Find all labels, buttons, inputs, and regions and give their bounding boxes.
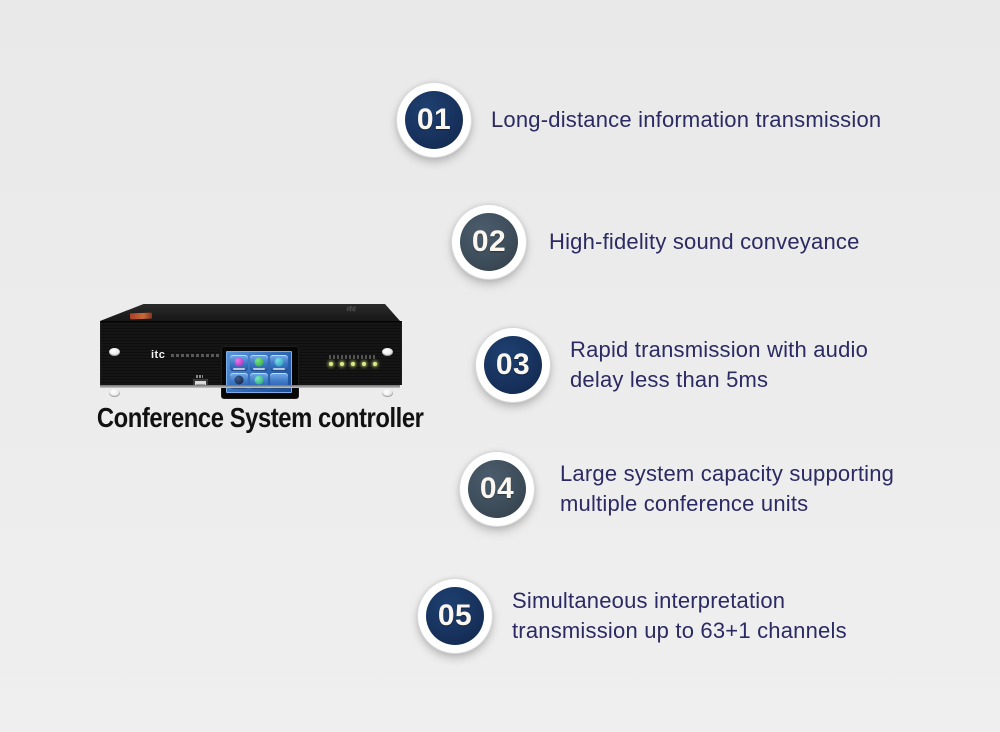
led-icon: [373, 362, 377, 366]
feature-item-01: 01 Long-distance information transmissio…: [397, 83, 881, 157]
led-icon: [329, 362, 333, 366]
device-top-brand-logo: itc: [347, 306, 357, 313]
product-title-text: Conference System controller: [96, 402, 424, 433]
feature-number: 03: [484, 336, 542, 394]
feature-description: Large system capacity supporting multipl…: [560, 461, 895, 516]
feature-item-05: 05 Simultaneous interpretation transmiss…: [418, 579, 847, 653]
led-caption-decoration: [329, 355, 377, 359]
screw-hole-icon: [382, 348, 393, 356]
feature-number: 04: [468, 460, 526, 518]
touchscreen-bezel: [222, 347, 298, 398]
feature-item-04: 04 Large system capacity supporting mult…: [460, 452, 894, 526]
feature-number: 01: [405, 91, 463, 149]
screw-hole-icon: [109, 348, 120, 356]
number-badge: 04: [460, 452, 534, 526]
feature-item-02: 02 High-fidelity sound conveyance: [452, 205, 860, 279]
device-bottom-edge: [100, 385, 400, 388]
screen-app-icon: [250, 355, 268, 371]
feature-description: Long-distance information transmission: [491, 107, 882, 132]
conference-controller-image: itc itc: [100, 300, 402, 398]
screen-app-icon: [270, 355, 288, 371]
feature-description: Simultaneous interpretation transmission…: [512, 588, 847, 643]
feature-number: 02: [460, 213, 518, 271]
device-warning-label: [129, 312, 153, 320]
number-badge: 01: [397, 83, 471, 157]
screw-hole-icon: [382, 389, 393, 397]
feature-item-03: 03 Rapid transmission with audio delay l…: [476, 328, 868, 402]
number-badge: 03: [476, 328, 550, 402]
led-icon: [340, 362, 344, 366]
brand-logo: itc: [151, 349, 166, 361]
usb-icon: [196, 375, 203, 378]
screen-app-icon: [230, 355, 248, 371]
device-front-panel: itc: [100, 321, 402, 398]
led-icon: [351, 362, 355, 366]
led-indicators: [329, 362, 381, 367]
page-title: Conference System controller: [96, 400, 424, 436]
feature-description: Rapid transmission with audio delay less…: [570, 337, 869, 392]
number-badge: 05: [418, 579, 492, 653]
usb-port: [193, 379, 208, 388]
model-text-decoration: [171, 354, 237, 357]
feature-description: High-fidelity sound conveyance: [549, 229, 860, 254]
number-badge: 02: [452, 205, 526, 279]
led-icon: [362, 362, 366, 366]
screw-hole-icon: [109, 389, 120, 397]
device-top-surface: [100, 304, 400, 321]
feature-number: 05: [426, 587, 484, 645]
